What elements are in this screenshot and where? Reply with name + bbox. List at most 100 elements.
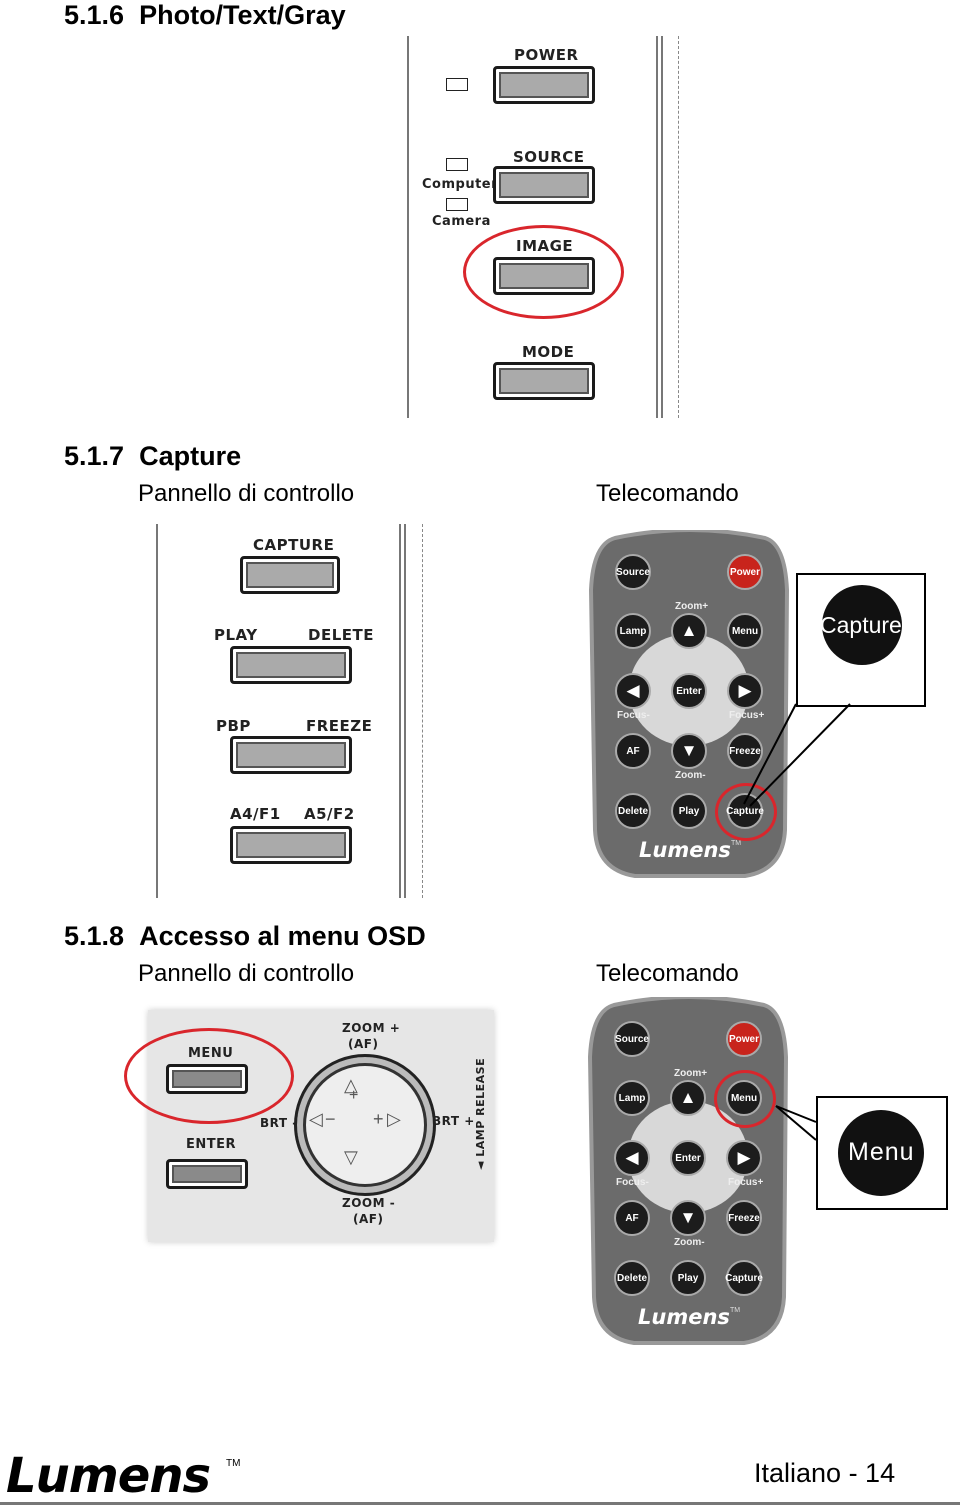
nav-up-icon[interactable]: △ (344, 1075, 358, 1095)
zoom-plus-label: ZOOM + (342, 1021, 401, 1035)
remote-power-button[interactable]: Power (726, 1021, 762, 1057)
remote-play-button[interactable]: Play (671, 793, 707, 829)
enter-button[interactable] (166, 1159, 248, 1189)
nav-left-minus: − (325, 1109, 336, 1129)
menu-highlight-circle (124, 1028, 294, 1124)
control-panel-image-1: POWER SOURCE Computer Camera IMAGE MODE (400, 30, 700, 420)
remote-zoom-down-arrow-icon[interactable]: ▼ (670, 1200, 706, 1236)
remote-focus-minus-label: Focus- (616, 1177, 649, 1188)
capture-label: CAPTURE (253, 536, 335, 554)
source-button[interactable] (493, 166, 595, 204)
menu-callout-box: Menu (816, 1096, 948, 1210)
nav-right-icon[interactable]: ▷ (387, 1109, 401, 1129)
source-label: SOURCE (513, 148, 585, 166)
caption-remote: Telecomando (596, 480, 739, 507)
section-heading-5-1-8: 5.1.8 Accesso al menu OSD (64, 921, 426, 952)
navigation-dial[interactable]: △ + ▽ ◁ − ▷ + (294, 1054, 436, 1196)
remote-enter-button[interactable]: Enter (671, 673, 707, 709)
nav-down-icon[interactable]: ▽ (344, 1147, 358, 1167)
remote-zoom-minus-label: Zoom- (674, 1237, 705, 1248)
camera-label: Camera (432, 214, 491, 229)
nav-right-plus: + (373, 1109, 384, 1129)
remote-menu-highlight-circle (714, 1070, 776, 1128)
menu-callout-label: Menu (848, 1138, 915, 1166)
footer-rule (0, 1502, 960, 1505)
mode-button[interactable] (493, 362, 595, 400)
freeze-label: FREEZE (306, 717, 373, 735)
enter-label: ENTER (186, 1137, 237, 1152)
remote-zoom-plus-label: Zoom+ (674, 1068, 708, 1079)
footer-logo: Lumens (6, 1448, 211, 1504)
remote-freeze-button-label: Freeze (728, 1212, 760, 1224)
remote-zoom-up-arrow-icon[interactable]: ▲ (671, 613, 707, 649)
remote-focus-left-arrow-icon[interactable]: ◀ (614, 1140, 650, 1176)
nav-left-icon[interactable]: ◁ (309, 1109, 323, 1129)
section-title: Photo/Text/Gray (139, 0, 346, 30)
remote-delete-button[interactable]: Delete (615, 793, 651, 829)
remote-focus-right-arrow-icon[interactable]: ▶ (727, 673, 763, 709)
remote-zoom-up-arrow-icon[interactable]: ▲ (670, 1080, 706, 1116)
play-delete-button[interactable] (230, 646, 352, 684)
remote-focus-right-arrow-icon[interactable]: ▶ (726, 1140, 762, 1176)
zoom-minus-label: ZOOM - (342, 1196, 396, 1210)
section-number: 5.1.7 (64, 441, 125, 471)
remote-play-button[interactable]: Play (670, 1260, 706, 1296)
a5f2-label: A5/F2 (304, 805, 355, 823)
remote-freeze-button-label: Freeze (729, 745, 761, 757)
remote-delete-button[interactable]: Delete (614, 1260, 650, 1296)
remote-zoom-minus-label: Zoom- (675, 770, 706, 781)
control-panel-image-2: CAPTURE PLAY DELETE PBP FREEZE A4/F1 A5/… (150, 520, 430, 900)
remote-lamp-button[interactable]: Lamp (614, 1080, 650, 1116)
computer-label: Computer (422, 177, 499, 192)
pbp-freeze-button[interactable] (230, 736, 352, 774)
remote-focus-minus-label: Focus- (617, 710, 650, 721)
section-title: Accesso al menu OSD (139, 921, 426, 951)
section-title: Capture (139, 441, 242, 471)
remote-freeze-button[interactable]: Freeze (727, 733, 763, 769)
capture-button[interactable] (240, 556, 340, 594)
remote-source-button[interactable]: Source (614, 1021, 650, 1057)
section-heading-5-1-6: 5.1.6 Photo/Text/Gray (64, 0, 346, 31)
remote-enter-button-label: Enter (675, 1152, 701, 1164)
control-panel-image-3: MENU ENTER ZOOM + (AF) BRT - BRT + ZOOM … (124, 1010, 494, 1242)
remote-play-button-label: Play (677, 1272, 699, 1284)
section-number: 5.1.6 (64, 0, 125, 30)
delete-label: DELETE (308, 626, 374, 644)
remote-enter-button[interactable]: Enter (670, 1140, 706, 1176)
zoom-plus-af-label: (AF) (348, 1037, 379, 1051)
a4-a5-button[interactable] (230, 826, 352, 864)
mode-label: MODE (522, 343, 575, 361)
remote-play-button-label: Play (678, 805, 700, 817)
remote-capture-button[interactable]: Capture (725, 1260, 763, 1296)
remote-brand-tm: TM (731, 840, 742, 847)
image-highlight-circle (463, 225, 624, 319)
remote-source-button[interactable]: Source (615, 554, 651, 590)
brt-plus-label: BRT + (432, 1114, 475, 1128)
remote-freeze-button[interactable]: Freeze (726, 1200, 762, 1236)
remote-capture-highlight-circle (715, 783, 777, 841)
section-number: 5.1.8 (64, 921, 125, 951)
remote-source-button-label: Source (615, 1033, 649, 1045)
play-label: PLAY (214, 626, 258, 644)
footer-logo-tm: TM (226, 1458, 241, 1469)
pbp-label: PBP (216, 717, 251, 735)
caption-control-panel: Pannello di controllo (138, 960, 355, 987)
lamp-release-label: ◄ LAMP RELEASE (474, 1057, 487, 1170)
nav-up-plus: + (349, 1087, 359, 1104)
remote-menu-button[interactable]: Menu (727, 613, 763, 649)
remote-af-button[interactable]: AF (614, 1200, 650, 1236)
remote-lamp-button[interactable]: Lamp (615, 613, 651, 649)
remote-lamp-button-label: Lamp (618, 1092, 646, 1104)
remote-focus-left-arrow-icon[interactable]: ◀ (615, 673, 651, 709)
remote-power-button-label: Power (729, 566, 760, 578)
power-button[interactable] (493, 66, 595, 104)
remote-zoom-down-arrow-icon[interactable]: ▼ (671, 733, 707, 769)
power-led (446, 78, 468, 91)
remote-zoom-plus-label: Zoom+ (675, 601, 709, 612)
capture-callout-label: Capture (820, 612, 902, 638)
computer-led (446, 158, 468, 171)
remote-power-button-label: Power (728, 1033, 759, 1045)
remote-power-button[interactable]: Power (727, 554, 763, 590)
remote-af-button[interactable]: AF (615, 733, 651, 769)
remote-capture-button-label: Capture (725, 1272, 763, 1284)
